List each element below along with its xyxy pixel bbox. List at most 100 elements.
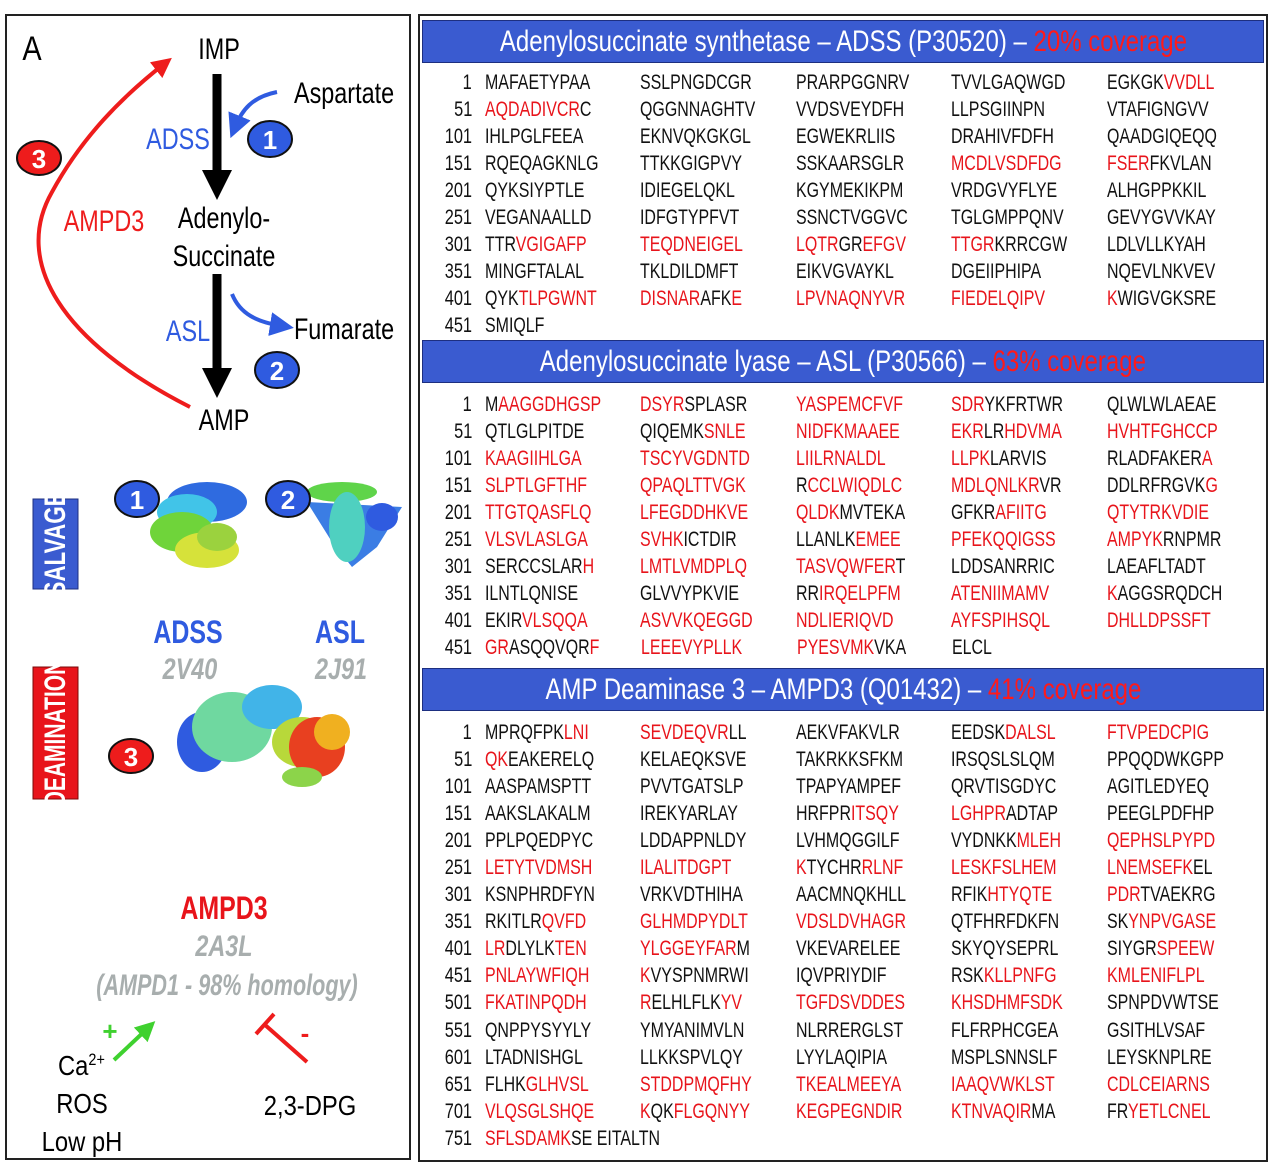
sequence-block: IAAQVWKLST [951, 1073, 1106, 1097]
sequence-block: VRKVDTHIHA [640, 883, 795, 907]
uncovered-residues: TYCHR [806, 856, 862, 880]
sequence-block: NLRRERGLST [796, 1019, 951, 1043]
covered-peptide: E [731, 287, 743, 311]
sequence-block: KGYMEKIKPM [796, 179, 951, 203]
sequence-block: FTVPEDCPIG [1107, 721, 1262, 745]
step-2-badge [254, 351, 300, 389]
covered-peptide: SVHK [640, 528, 684, 552]
uncovered-residues: TVAEKRG [1139, 883, 1216, 907]
sequence-block: NDLIERIQVD [796, 609, 951, 633]
step-3-badge [16, 140, 62, 176]
residue-number-text: 551 [444, 1018, 472, 1042]
uncovered-residues: VRKVDTHIHA [640, 883, 744, 907]
sequence-block: NQEVLNKVEV [1107, 260, 1262, 284]
covered-peptide: LETYTVDMSH [484, 856, 593, 880]
ampd3-header: AMP Deaminase 3 – AMPD3 (Q01432) – 41% c… [422, 668, 1264, 711]
residue-number: 351 [424, 910, 472, 934]
covered-peptide: NDLIERIQVD [795, 609, 894, 633]
asl-coverage: 63% coverage [992, 344, 1147, 378]
residue-number-text: 701 [444, 1099, 472, 1123]
covered-peptide: NIDFKMAAEE [795, 419, 900, 443]
sequence-block: TPAPYAMPEF [796, 775, 951, 799]
uncovered-residues: QNPPYSYYLY [484, 1018, 592, 1042]
calcium-charge: 2+ [88, 1051, 104, 1069]
sequence-block: ASVVKQEGGD [640, 609, 795, 633]
low-ph-label: Low pH [42, 1125, 123, 1157]
covered-peptide: AFIITG [995, 500, 1047, 524]
sequence-block: VYDNKKMLEH [951, 829, 1106, 853]
uncovered-residues: EGWEKRLIIS [795, 124, 896, 148]
asl-header: Adenylosuccinate lyase – ASL (P30566) – … [422, 340, 1264, 383]
covered-peptide: ITSQY [850, 801, 899, 825]
sequence-block: RQEQAGKNLG [485, 152, 640, 176]
uncovered-residues: FKVLAN [1149, 151, 1212, 175]
uncovered-residues: C [579, 97, 592, 121]
structure-badge-1 [114, 480, 160, 518]
covered-peptide: KEGPEGNDIR [795, 1099, 903, 1123]
residue-number: 601 [424, 1046, 472, 1070]
uncovered-residues: MA [1031, 1099, 1056, 1123]
uncovered-residues: ADTAP [1006, 801, 1059, 825]
uncovered-residues: SMIQLF [485, 314, 545, 338]
activator-plus: + [102, 1016, 117, 1046]
sequence-block: SSNCTVGGVC [796, 206, 951, 230]
residue-number: 251 [424, 206, 472, 230]
sequence-block: DDLRFRGVKG [1107, 474, 1262, 498]
uncovered-residues: EL [1192, 856, 1213, 880]
covered-peptide: SFLSDAMK [485, 1126, 572, 1150]
sequence-block: SDRYKFRTWR [951, 393, 1106, 417]
covered-peptide: LGHPR [951, 801, 1007, 825]
covered-peptide: MCDLVSDFDG [951, 151, 1062, 175]
covered-peptide: PDR [1106, 883, 1140, 907]
sequence-block: SFLSDAMKSE EITALTN [485, 1126, 660, 1151]
uncovered-residues: M [736, 937, 751, 961]
covered-peptide: KMLENIFLPL [1106, 964, 1205, 988]
residue-number-text: 51 [453, 747, 472, 771]
covered-peptide: DALSL [1005, 720, 1056, 744]
sequence-block: LLANLKEMEE [796, 528, 951, 552]
residue-number-text: 451 [444, 314, 472, 338]
sequence-block: AQDADIVCRC [485, 98, 640, 122]
residue-number-text: 251 [444, 856, 472, 880]
uncovered-residues: GLVVYPKVIE [640, 582, 740, 606]
residue-number: 501 [424, 991, 472, 1015]
covered-peptide: EKR [951, 419, 984, 443]
sequence-block: LPVNAQNYVR [796, 287, 951, 311]
residue-number: 201 [424, 829, 472, 853]
covered-peptide: TTGTQASFLQ [484, 500, 592, 524]
uncovered-residues: TGLGMPPQNV [951, 206, 1064, 230]
sequence-block: KAAGIIHLGA [485, 447, 640, 471]
sequence-block: TTKKGIGPVY [640, 152, 795, 176]
uncovered-residues: VKEVARELEE [795, 937, 901, 961]
sequence-block: KSNPHRDFYN [485, 883, 640, 907]
uncovered-residues: ELHLFLK [651, 991, 722, 1015]
sequence-block: IDFGTYPFVT [640, 206, 795, 230]
uncovered-residues: GEVYGVVKAY [1106, 206, 1216, 230]
residue-number-text: 151 [444, 801, 472, 825]
uncovered-residues: MSPLSNNSLF [951, 1045, 1058, 1069]
sequence-block: LDLVLLKYAH [1107, 233, 1262, 257]
sequence-block: VLSVLASLGA [485, 528, 640, 552]
sequence-block: LVHMQGGILF [796, 829, 951, 853]
residue-number-text: 151 [444, 151, 472, 175]
sequence-block: KEGPEGNDIR [796, 1100, 951, 1124]
sequence-block: SVHKICTDIR [640, 528, 795, 552]
residue-number: 101 [424, 775, 472, 799]
covered-peptide: EMEE [855, 528, 901, 552]
residue-number: 251 [424, 856, 472, 880]
uncovered-residues: DGEIIPHIPA [951, 260, 1042, 284]
uncovered-residues: MVTEKA [839, 500, 905, 524]
sequence-block: VKEVARELEE [796, 937, 951, 961]
uncovered-residues: PPLPQEDPYC [484, 828, 594, 852]
residue-number: 701 [424, 1100, 472, 1124]
